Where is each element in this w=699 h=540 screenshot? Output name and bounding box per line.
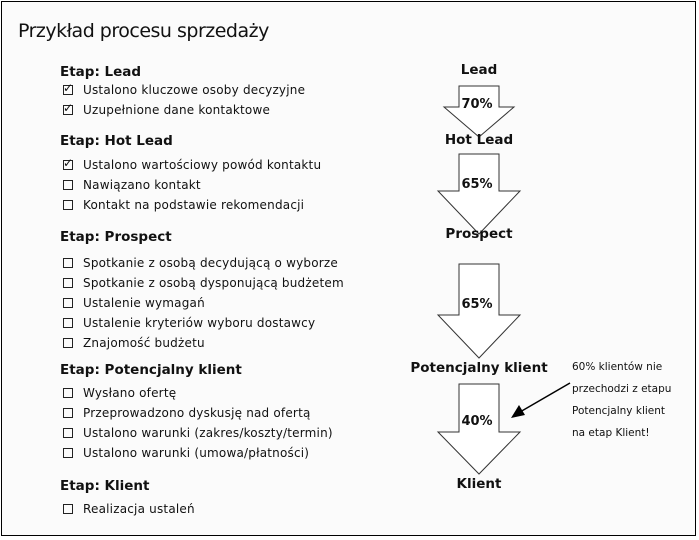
checkbox-icon: [63, 298, 73, 308]
checkbox-icon: [63, 408, 73, 418]
callout-arrow-line: [519, 382, 571, 413]
checklist-item: Ustalono wartościowy powód kontaktu: [63, 156, 321, 172]
checklist-item: Kontakt na podstawie rekomendacji: [63, 198, 304, 212]
down-arrow-icon: [436, 153, 522, 235]
flow-label-potential-client: Potencjalny klient: [410, 360, 548, 376]
diagram-title: Przykład procesu sprzedaży: [18, 20, 269, 42]
checkbox-icon: [63, 388, 73, 398]
down-arrow-icon: [436, 263, 522, 359]
stage-heading-potential-client: Etap: Potencjalny klient: [60, 362, 242, 378]
flow-label-prospect: Prospect: [445, 226, 513, 242]
checklist-item: Nawiązano kontakt: [63, 178, 201, 192]
checklist-item: Ustalenie wymagań: [63, 296, 205, 310]
stage-heading-prospect: Etap: Prospect: [60, 229, 172, 245]
checklist-item: Przeprowadzono dyskusję nad ofertą: [63, 406, 311, 420]
checkbox-checked-icon: [63, 81, 73, 95]
conversion-rate: 40%: [461, 414, 493, 429]
callout-note-line: Potencjalny klient: [572, 405, 666, 417]
callout-note-line: 60% klientów nie: [572, 361, 663, 373]
down-arrow-icon: [442, 85, 516, 138]
checkbox-icon: [63, 448, 73, 458]
checkbox-icon: [63, 318, 73, 328]
checklist-item: Ustalono warunki (zakres/koszty/termin): [63, 426, 333, 440]
stage-heading-lead: Etap: Lead: [60, 64, 142, 80]
checkbox-icon: [63, 180, 73, 190]
checklist-item: Ustalenie kryteriów wyboru dostawcy: [63, 316, 315, 330]
checklist-item: Uzupełnione dane kontaktowe: [63, 101, 270, 117]
checkbox-icon: [63, 338, 73, 348]
stage-heading-client: Etap: Klient: [60, 478, 150, 494]
conversion-rate: 65%: [461, 177, 493, 192]
conversion-rate: 65%: [461, 297, 493, 312]
checkbox-icon: [63, 200, 73, 210]
checkbox-checked-icon: [63, 101, 73, 115]
down-arrow-icon: [436, 383, 522, 475]
flow-label-lead: Lead: [460, 62, 498, 78]
checklist-item: Spotkanie z osobą decydującą o wyborze: [63, 256, 338, 270]
checklist-item: Ustalono warunki (umowa/płatności): [63, 446, 309, 460]
flow-label-hot-lead: Hot Lead: [444, 132, 514, 148]
checklist-item: Ustalono kluczowe osoby decyzyjne: [63, 81, 305, 97]
checkbox-icon: [63, 428, 73, 438]
checklist-item: Wysłano ofertę: [63, 386, 176, 400]
checklist-item: Spotkanie z osobą dysponującą budżetem: [63, 276, 344, 290]
checklist-item: Realizacja ustaleń: [63, 502, 195, 516]
checklist-item: Znajomość budżetu: [63, 336, 205, 350]
flow-label-client: Klient: [456, 476, 502, 492]
conversion-rate: 70%: [461, 97, 493, 112]
checkbox-checked-icon: [63, 156, 73, 170]
stage-heading-hot-lead: Etap: Hot Lead: [60, 133, 173, 149]
checkbox-icon: [63, 278, 73, 288]
callout-note-line: przechodzi z etapu: [572, 383, 672, 395]
callout-note-line: na etap Klient!: [572, 427, 650, 439]
callout-arrowhead-icon: [511, 405, 525, 418]
checkbox-icon: [63, 504, 73, 514]
checkbox-icon: [63, 258, 73, 268]
